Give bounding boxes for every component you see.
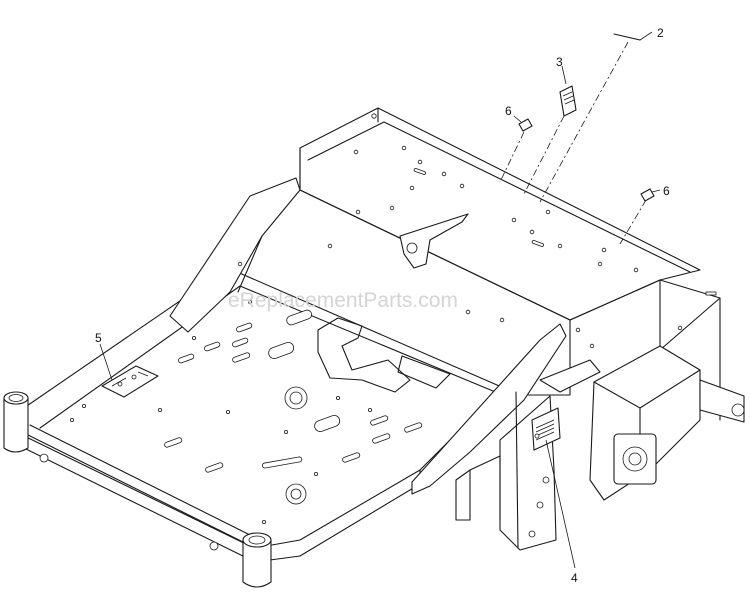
deck-slots <box>164 309 423 473</box>
rivet-item-6-right <box>640 188 655 202</box>
center-bracket <box>399 213 469 269</box>
callout-6-left: 6 <box>505 104 522 123</box>
callout-5: 5 <box>95 331 113 381</box>
callout-2-label: 2 <box>657 26 664 40</box>
watermark-text: eReplacementParts.com <box>228 289 458 312</box>
corner-post-right <box>242 532 272 588</box>
callout-4-label: 4 <box>571 571 578 585</box>
callout-2: 2 <box>639 26 664 41</box>
callout-4: 4 <box>545 439 578 585</box>
callout-5-label: 5 <box>95 331 102 345</box>
assembly-lines <box>499 41 647 245</box>
rivet-item-6-left <box>518 118 533 132</box>
corner-post-left <box>3 391 29 453</box>
callout-6-right: 6 <box>651 184 670 198</box>
screw-item-2 <box>613 33 641 41</box>
deck-plate <box>17 267 521 563</box>
warning-decal-item-4 <box>531 407 561 451</box>
pivot-housing <box>539 345 745 501</box>
callout-3: 3 <box>556 55 567 85</box>
decal-plate-item-5 <box>101 365 159 398</box>
callout-3-label: 3 <box>556 55 563 69</box>
clip-item-3 <box>559 85 577 117</box>
callout-6-right-label: 6 <box>663 184 670 198</box>
callout-6-left-label: 6 <box>505 104 512 118</box>
lower-block <box>455 455 501 521</box>
left-gusset <box>169 177 301 333</box>
rear-housing <box>299 107 721 421</box>
